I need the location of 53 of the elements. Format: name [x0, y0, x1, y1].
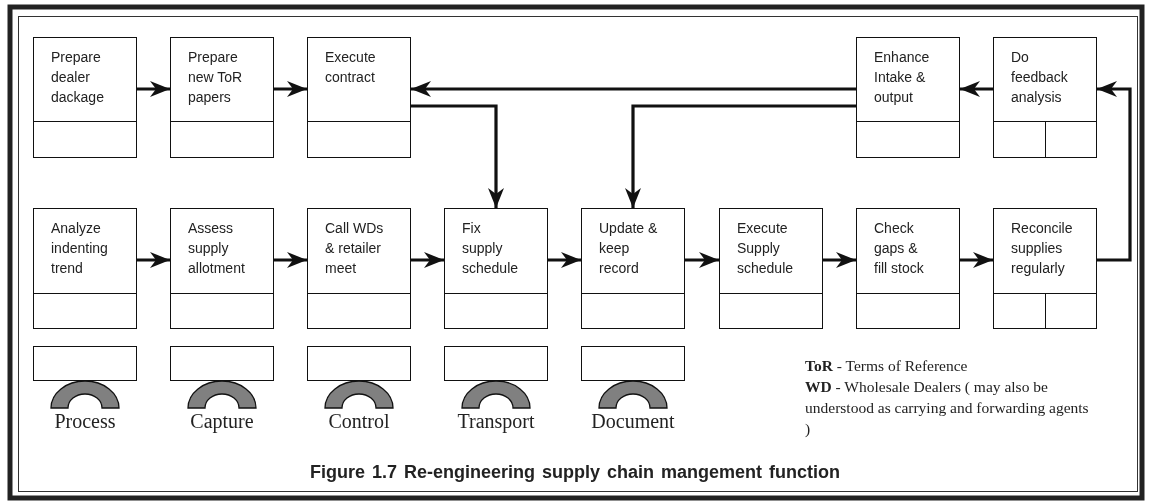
empty-box	[170, 346, 274, 381]
process-box	[170, 208, 274, 329]
empty-box	[581, 346, 685, 381]
note-text: WD - Wholesale Dealers ( may also be understood as carrying and forwarding agents )	[805, 377, 1090, 439]
process-box	[444, 208, 548, 329]
step-text: Prepare new ToR papers	[188, 48, 244, 107]
empty-box	[33, 346, 137, 381]
step-text: Execute contract	[325, 48, 377, 87]
process-box	[719, 208, 823, 329]
arrow	[411, 252, 444, 268]
empty-box	[307, 346, 411, 381]
category-label: Transport	[457, 409, 535, 433]
step-text: Analyze indenting trend	[51, 219, 109, 278]
arrow	[137, 252, 170, 268]
arrow	[685, 252, 719, 268]
arrow	[625, 104, 856, 208]
step-text: Execute Supply schedule	[737, 219, 795, 278]
step-text: Fix supply schedule	[462, 219, 520, 278]
step-text: Assess supply allotment	[188, 219, 246, 278]
arrow	[548, 252, 581, 268]
process-box	[581, 208, 685, 329]
category-label: Capture	[190, 409, 254, 433]
process-box	[307, 208, 411, 329]
process-box	[856, 208, 960, 329]
arrow	[1097, 81, 1132, 262]
process-box	[856, 37, 960, 158]
arrow	[274, 252, 307, 268]
arrow	[960, 81, 993, 97]
arrow	[411, 104, 504, 208]
category-label: Control	[328, 409, 390, 433]
step-text: Call WDs & retailer meet	[325, 219, 385, 278]
process-box	[170, 37, 274, 158]
arrow	[823, 252, 856, 268]
category-label: Process	[54, 409, 116, 433]
process-box	[33, 208, 137, 329]
arrow	[137, 81, 170, 97]
step-text: Prepare dealer dackage	[51, 48, 105, 107]
arrow	[411, 81, 856, 97]
empty-box	[444, 346, 548, 381]
arrow	[274, 81, 307, 97]
arrow	[960, 252, 993, 268]
process-box	[993, 37, 1097, 158]
process-box	[33, 37, 137, 158]
figure-caption: Figure 1.7 Re-engineering supply chain mangement function	[309, 461, 841, 484]
step-text: Do feedback analysis	[1011, 48, 1069, 107]
step-text: Reconcile supplies regularly	[1011, 219, 1073, 278]
step-text: Check gaps & fill stock	[874, 219, 925, 278]
process-box	[307, 37, 411, 158]
step-text: Update & keep record	[599, 219, 659, 278]
step-text: Enhance Intake & output	[874, 48, 931, 107]
note-text: ToR - Terms of Reference	[805, 356, 969, 376]
category-label: Document	[591, 409, 675, 433]
process-box	[993, 208, 1097, 329]
